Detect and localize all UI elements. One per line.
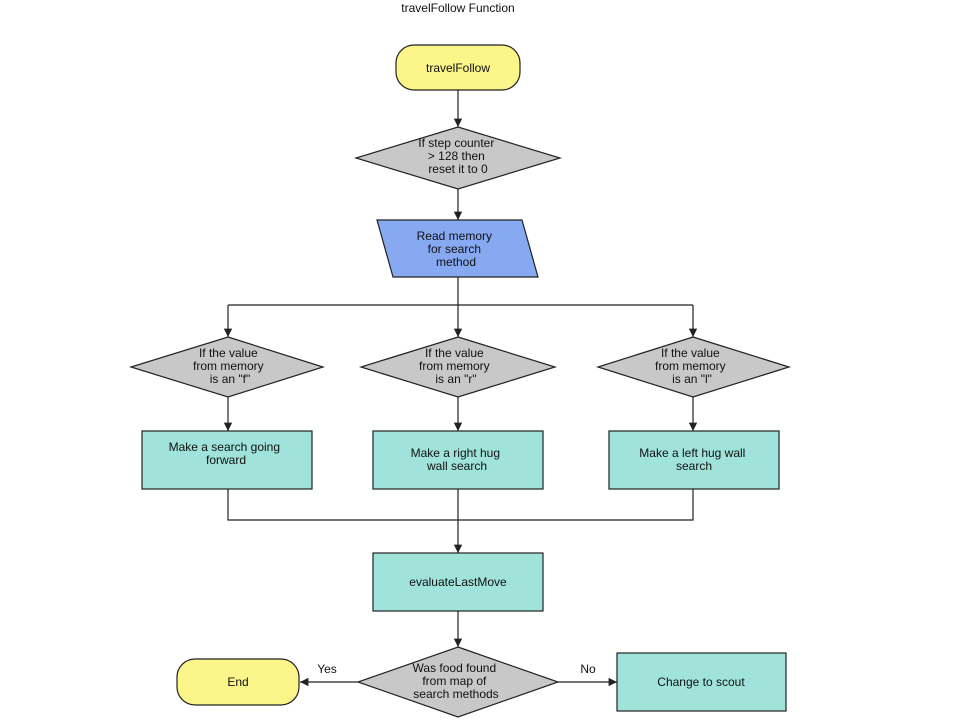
evaluate-process: evaluateLastMove (372, 552, 544, 612)
start-terminal: travelFollow (395, 44, 521, 91)
step-check-shape (353, 126, 563, 190)
start-terminal-shape (395, 44, 521, 91)
decision-r-label: If the value from memory is an "r" (419, 346, 493, 386)
edge-merge-left (227, 489, 458, 521)
read-memory-shape (376, 219, 539, 278)
edge-merge-right (458, 489, 694, 521)
edge-label-yes: Yes (317, 662, 337, 676)
search-forward-label: Make a search going forward (169, 440, 284, 467)
search-right-process: Make a right hug wall search (372, 430, 544, 490)
decision-f-shape (128, 336, 325, 398)
end-terminal-shape (176, 658, 300, 706)
evaluate-label: evaluateLastMove (409, 575, 507, 589)
search-right-shape (372, 430, 544, 490)
food-check-decision: Was food found from map of search method… (356, 646, 560, 718)
decision-f-label: If the value from memory is an "f" (193, 346, 267, 386)
decision-r-shape (358, 336, 558, 398)
decision-f: If the value from memory is an "f" (128, 336, 325, 398)
step-check-decision: If step counter > 128 then reset it to 0 (353, 126, 563, 190)
food-check-label: Was food found from map of search method… (413, 661, 500, 701)
search-forward-shape (141, 430, 313, 490)
decision-r: If the value from memory is an "r" (358, 336, 558, 398)
connectors (223, 90, 698, 687)
scout-shape (616, 652, 787, 712)
edge-label-no: No (580, 662, 596, 676)
decision-l-shape (596, 336, 792, 398)
scout-label: Change to scout (657, 675, 745, 689)
decision-l: If the value from memory is an "l" (596, 336, 792, 398)
end-terminal: End (176, 658, 300, 706)
search-left-label: Make a left hug wall search (639, 446, 748, 473)
food-check-shape (356, 646, 560, 718)
start-terminal-label: travelFollow (426, 61, 490, 75)
end-terminal-label: End (227, 675, 248, 689)
search-left-process: Make a left hug wall search (608, 430, 780, 490)
evaluate-shape (372, 552, 544, 612)
search-left-shape (608, 430, 780, 490)
search-right-label: Make a right hug wall search (411, 446, 504, 473)
edge-read-memory-split (228, 277, 459, 306)
scout-process: Change to scout (616, 652, 787, 712)
search-forward-process: Make a search going forward (141, 430, 313, 490)
read-memory-io: Read memory for search method (376, 219, 539, 278)
step-check-label: If step counter > 128 then reset it to 0 (418, 136, 497, 176)
read-memory-label: Read memory for search method (417, 229, 496, 269)
decision-l-label: If the value from memory is an "l" (655, 346, 729, 386)
diagram-title: travelFollow Function (401, 1, 514, 15)
